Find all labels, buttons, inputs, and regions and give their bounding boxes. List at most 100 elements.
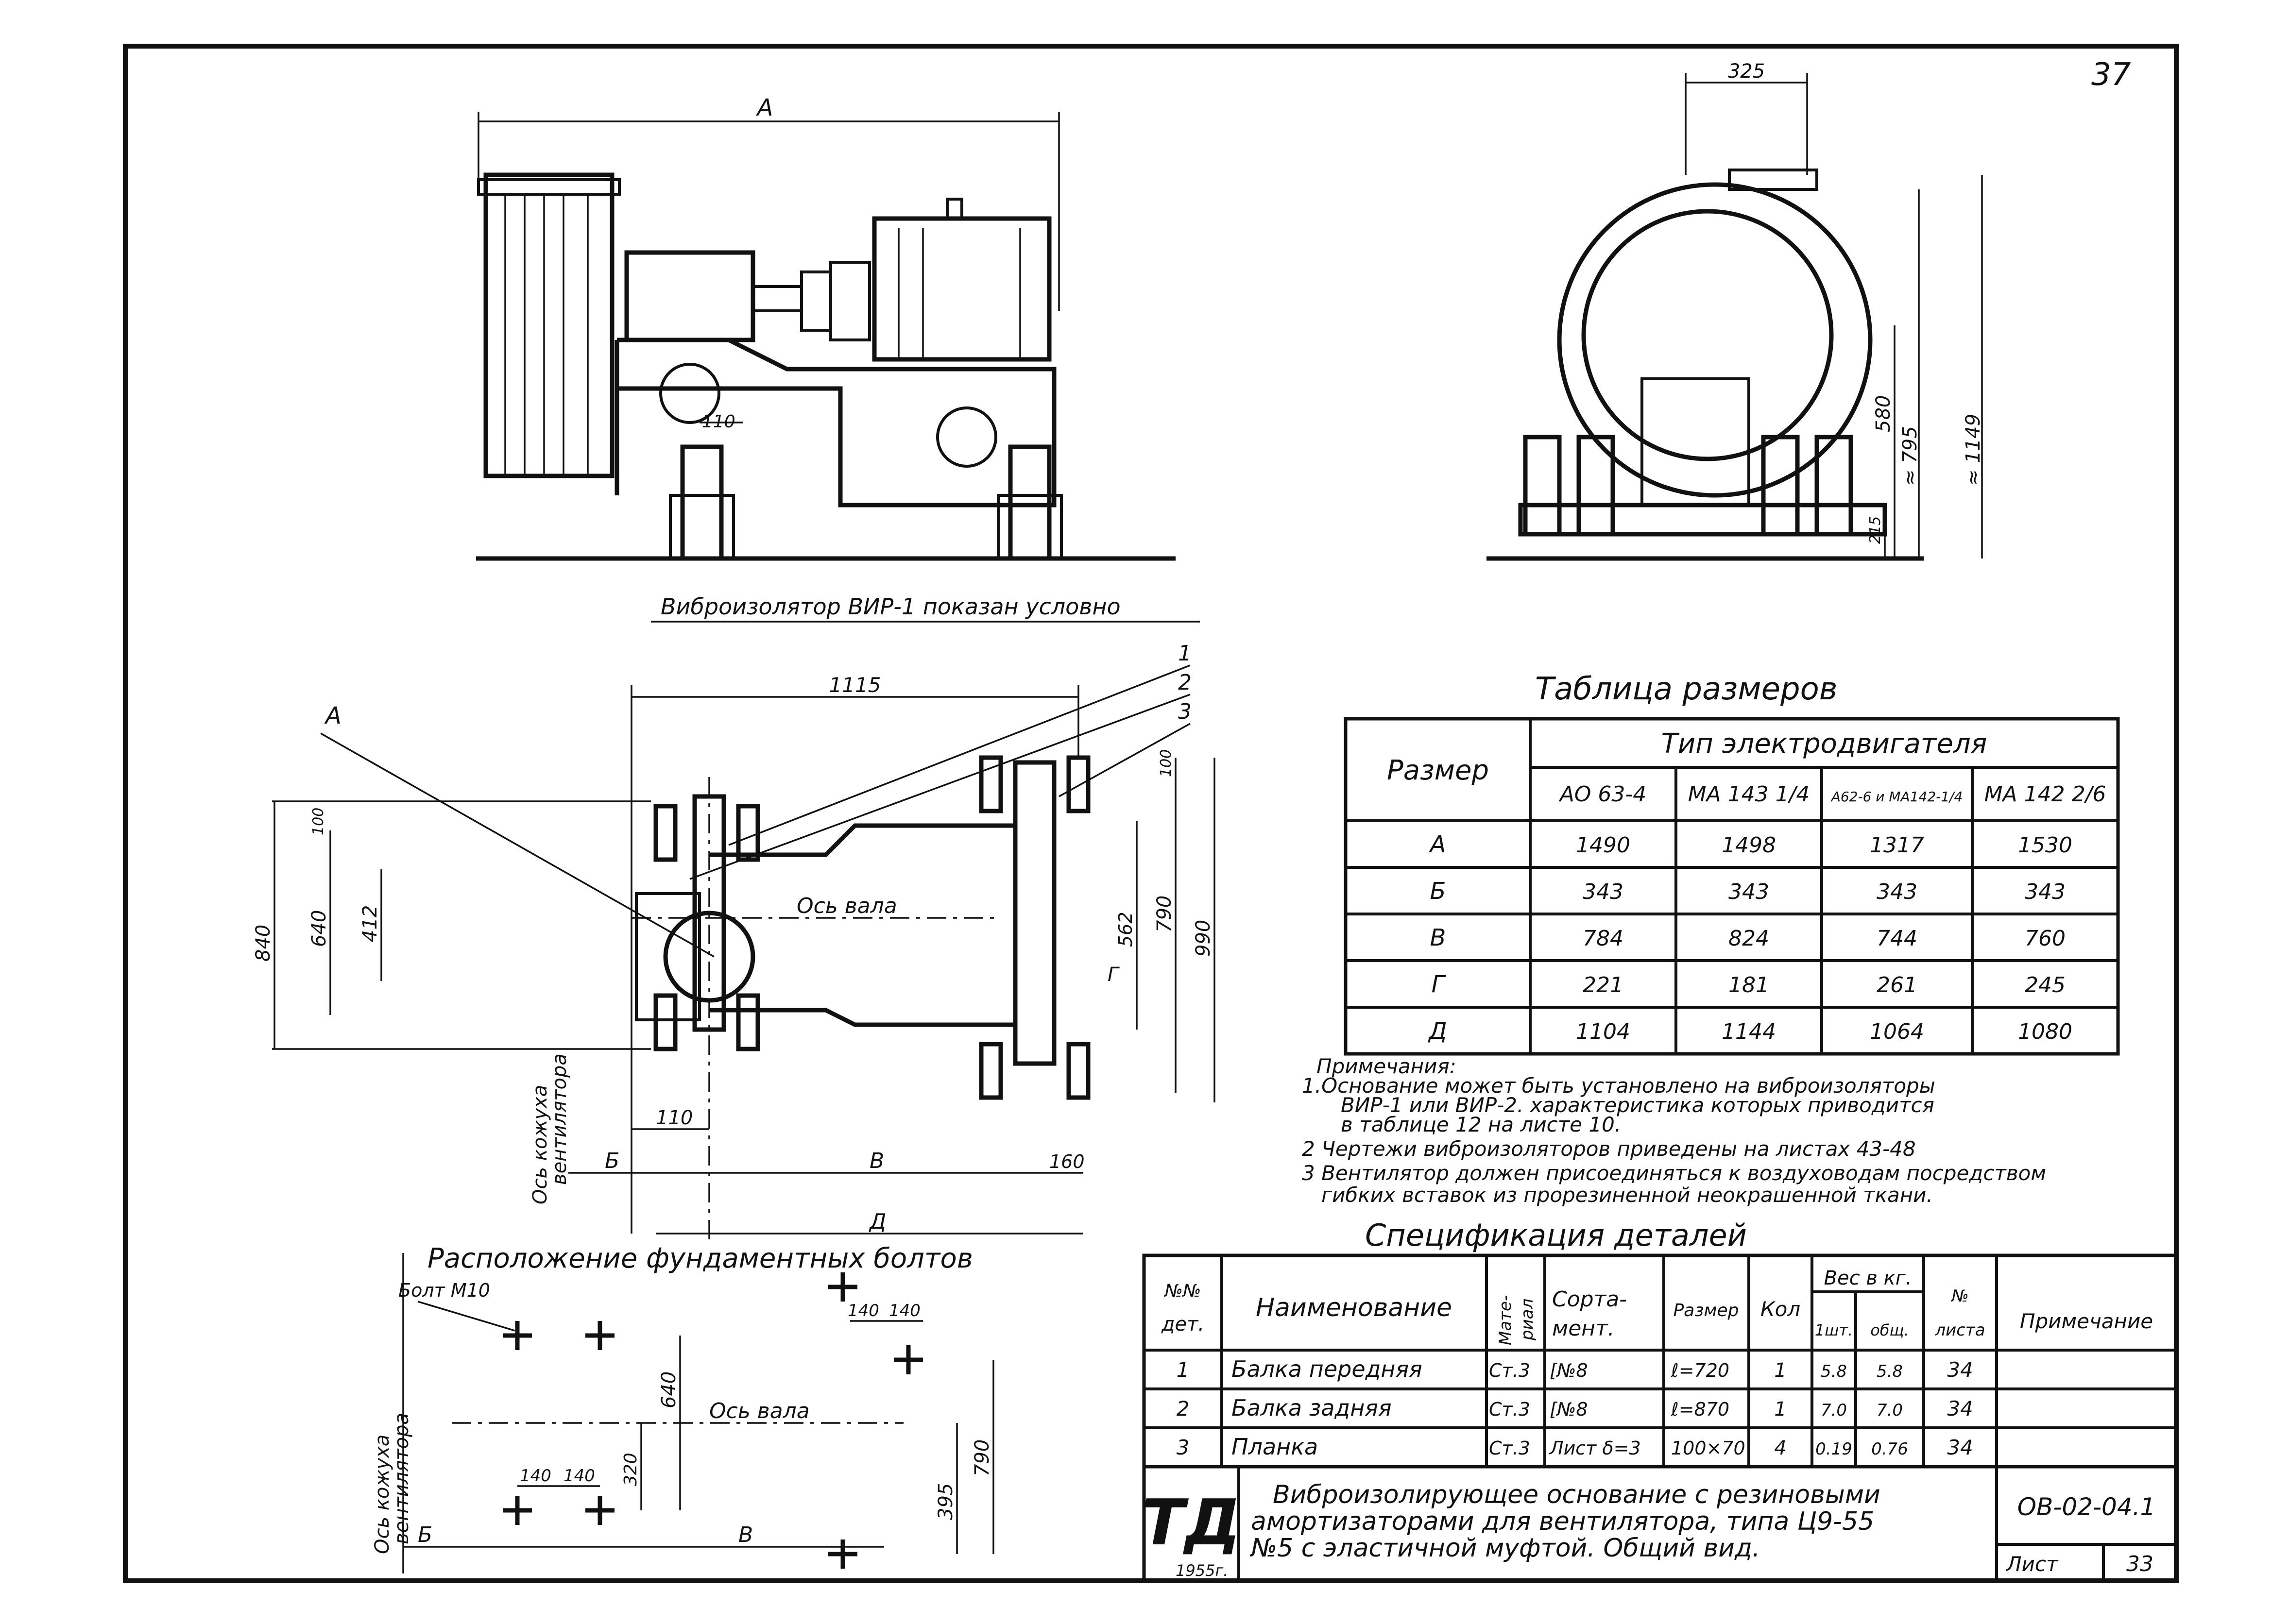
dim-215: 215 (1867, 516, 1884, 544)
dim-795: ≈ 795 (1899, 426, 1921, 486)
size-cell: 181 (1728, 973, 1769, 998)
bolts-title: Расположение фундаментных болтов (427, 1243, 973, 1274)
header-motor: Тип электродвигателя (1661, 728, 1987, 760)
dim-562: 562 (1115, 912, 1136, 947)
spec-cell-num: 1 (1177, 1358, 1190, 1382)
size-row-label: В (1430, 924, 1446, 951)
motor-2: А62-6 и МА142-1/4 (1830, 789, 1963, 805)
size-cell: 343 (2025, 880, 2066, 904)
size-cell: 1530 (2018, 833, 2072, 858)
note-line-0: Примечания: (1316, 1054, 1456, 1078)
dim-412: 412 (359, 905, 381, 942)
rear-beam (1013, 760, 1057, 1066)
callout-2: 2 (1178, 670, 1192, 695)
spec-h-mat-2: риал (1518, 1299, 1537, 1341)
size-cell: 1317 (1870, 833, 1924, 858)
size-row-label: Б (1430, 878, 1446, 905)
spec-h-w-total: общ. (1870, 1321, 1909, 1339)
sheet-label: Лист (2005, 1552, 2059, 1576)
spec-h-num-1: №№ (1164, 1281, 1201, 1301)
elastic-coupling (800, 271, 832, 332)
fan-side-view: 325 580 ≈ 795 ≈ 1149 215 (1486, 60, 1984, 561)
spec-cell-size: 100×70 (1671, 1438, 1745, 1459)
spec-cell-num: 3 (1177, 1436, 1190, 1459)
size-cell: 824 (1728, 926, 1769, 951)
spec-cell-sheet: 34 (1947, 1436, 1973, 1459)
spec-cell-wt: 7.0 (1877, 1401, 1903, 1420)
spec-h-name: Наименование (1256, 1293, 1452, 1322)
spec-cell-wt: 0.76 (1871, 1439, 1908, 1459)
size-row-label: Д (1428, 1017, 1447, 1045)
fan-outlet-flange (1728, 169, 1818, 191)
axis-label-plan: Ось вала (797, 894, 897, 918)
page-number: 37 (2091, 57, 2131, 93)
notes: Примечания: 1.Основание может быть устан… (1302, 1054, 2046, 1207)
axis-label-bolts: Ось вала (709, 1399, 810, 1423)
fan-axis-label-1: Ось кожуха (529, 1085, 551, 1204)
bolts-fan-axis-1: Ось кожуха (371, 1435, 393, 1554)
bolts-fan-axis-2: вентилятора (391, 1413, 413, 1544)
dim-110-top: 110 (702, 412, 735, 432)
size-cell: 1144 (1722, 1019, 1776, 1044)
bolt-label: Болт М10 (398, 1280, 490, 1301)
callout-3: 3 (1178, 699, 1192, 724)
vibration-isolator-right (1008, 444, 1052, 561)
size-row-label: Г (1432, 971, 1446, 998)
spec-cell-w1: 5.8 (1821, 1362, 1847, 1381)
title-line-1: амортизаторами для вентилятора, типа Ц9-… (1251, 1507, 1874, 1536)
title-year: 1955г. (1176, 1561, 1228, 1580)
isolator-note: Виброизолятор ВИР-1 показан условно (661, 593, 1121, 620)
dim-b-plan: Б (605, 1149, 619, 1173)
spec-h-w-one: 1шт. (1815, 1321, 1853, 1339)
side-base-frame (1518, 503, 1887, 537)
dim-640-plan: 640 (308, 910, 330, 947)
note-line-1: 1.Основание может быть установлено на ви… (1302, 1074, 1935, 1098)
foundation-bolts-view: Расположение фундаментных болтов Болт М1… (371, 1243, 994, 1573)
dim-325: 325 (1728, 60, 1765, 83)
dim-840: 840 (252, 925, 274, 962)
spec-cell-name: Балка задняя (1231, 1395, 1392, 1421)
plan-view: 1115 А 1 2 3 Ось вала Г 840 (252, 641, 1215, 1243)
spec-cell-wt: 5.8 (1877, 1362, 1903, 1381)
dim-100-right: 100 (1158, 749, 1175, 777)
spec-cell-qty: 1 (1774, 1359, 1786, 1382)
spec-cell-size: ℓ=720 (1671, 1360, 1729, 1381)
spec-cell-name: Балка передняя (1231, 1356, 1422, 1382)
title-block: ТД 1955г. Виброизолирующее основание с р… (1142, 1465, 2178, 1583)
dim-580: 580 (1872, 395, 1895, 432)
spec-cell-sheet: 34 (1947, 1397, 1973, 1421)
dim-a-label: А (756, 94, 773, 121)
title-line-2: №5 с эластичной муфтой. Общий вид. (1249, 1534, 1760, 1563)
spec-cell-qty: 1 (1774, 1398, 1786, 1421)
size-cell: 760 (2025, 926, 2066, 951)
header-size: Размер (1387, 755, 1489, 786)
note-line-4: 2 Чертежи виброизоляторов приведены на л… (1302, 1137, 1916, 1161)
size-cell: 261 (1877, 973, 1917, 998)
size-cell: 1490 (1576, 833, 1630, 858)
base-frame (615, 338, 1057, 508)
sheet-number: 33 (2126, 1552, 2153, 1576)
fan-housing (483, 172, 615, 478)
spec-cell-sort: Лист δ=3 (1549, 1438, 1641, 1459)
spec-h-weight: Вес в кг. (1824, 1267, 1912, 1289)
size-cell: 245 (2025, 973, 2066, 998)
note-line-2: ВИР-1 или ВИР-2. характеристика которых … (1341, 1093, 1934, 1117)
size-cell: 784 (1583, 926, 1623, 951)
size-cell: 744 (1877, 926, 1917, 951)
spec-cell-mat: Ст.3 (1489, 1438, 1530, 1459)
motor-3: МА 142 2/6 (1984, 782, 2106, 807)
spec-cell-size: ℓ=870 (1671, 1399, 1729, 1420)
dim-b-bolts: Б (418, 1522, 432, 1547)
dim-d-plan: Д (869, 1209, 886, 1234)
motor-0: АО 63-4 (1558, 782, 1647, 807)
spec-h-qty: Кол (1760, 1297, 1800, 1321)
spec-h-size: Размер (1673, 1301, 1739, 1320)
size-cell: 1080 (2018, 1019, 2072, 1044)
dim-140-a: 140 (848, 1301, 879, 1320)
fan-volute-outer (1557, 182, 1873, 498)
size-cell: 1064 (1870, 1019, 1924, 1044)
spec-table: Спецификация деталей №№ дет. Наименовани… (1142, 1218, 2178, 1469)
motor-1: МА 143 1/4 (1688, 782, 1810, 807)
spec-cell-w1: 7.0 (1821, 1401, 1847, 1420)
